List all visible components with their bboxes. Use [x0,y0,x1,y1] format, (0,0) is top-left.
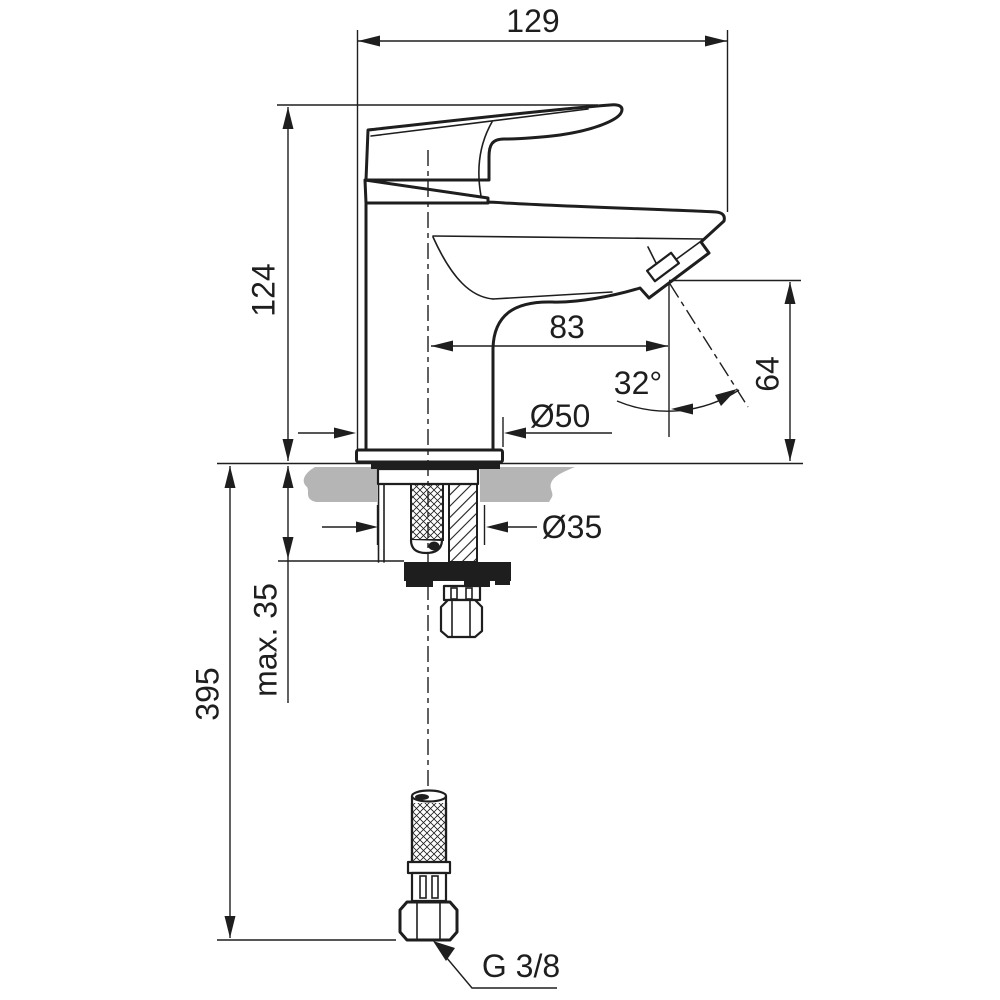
aerator [646,251,680,283]
countertop-section [303,467,575,502]
dim-angle-label: 32° [614,365,662,401]
dim-thread-label: G 3/8 [482,948,560,984]
dim-base-diameter-label: Ø50 [530,398,590,434]
base-gasket [371,461,500,469]
dimension-width-129: 129 [358,3,727,47]
dim-spout-height-label: 64 [749,356,785,392]
base-flange [355,448,504,464]
dimension-max-thickness-35: max. 35 [247,466,294,703]
supply-hose-upper [410,483,444,541]
faucet-handle [364,103,624,182]
hose-bore-dot [428,541,440,551]
dimension-shank-diameter-35: Ø35 [322,505,602,545]
body-neck-curve [432,236,494,300]
dim-height-label: 124 [245,263,281,316]
aerator-insert [646,251,680,283]
spout-inner-rim [432,235,705,240]
dim-shank-diameter-label: Ø35 [542,509,602,545]
dimension-angle-32: 32° [614,365,662,401]
faucet [355,103,726,464]
stud-nut-neck [442,584,482,602]
dimension-spout-reach-83: 83 [431,309,668,352]
leader-line [445,956,557,989]
countertop-section-left [303,467,377,502]
dimension-height-124: 124 [245,107,294,461]
dimension-base-diameter-50: Ø50 [298,398,612,447]
faucet-body-spout [364,200,726,452]
dimension-spout-height-64: 64 [749,282,796,461]
angle-construction [616,279,801,437]
handle-front-curve [478,121,493,197]
stud-hex-nut [439,598,484,639]
spray-axis-line [669,283,749,408]
countertop-section-right [480,467,575,502]
dim-width-label: 129 [506,3,559,39]
dim-hose-length-label: 395 [189,667,225,720]
extension-lines [217,30,803,941]
dim-spout-reach-label: 83 [549,309,585,345]
supply-hose-lower [398,789,459,942]
g38-hex-nut [398,900,459,942]
dimension-hose-length-395: 395 [189,466,236,938]
threaded-shank [448,483,478,563]
dimension-thread-g38: G 3/8 [433,941,560,989]
hose-collar [406,860,452,875]
hose-nut-neck [410,871,448,903]
fixing-washer [404,562,511,581]
handle-top-chamfer [370,108,589,137]
faucet-cartridge-wedge [363,178,490,205]
hose-braid [412,803,446,862]
dim-max-thickness-label: max. 35 [247,583,283,697]
spout-inner-underside [492,291,613,300]
